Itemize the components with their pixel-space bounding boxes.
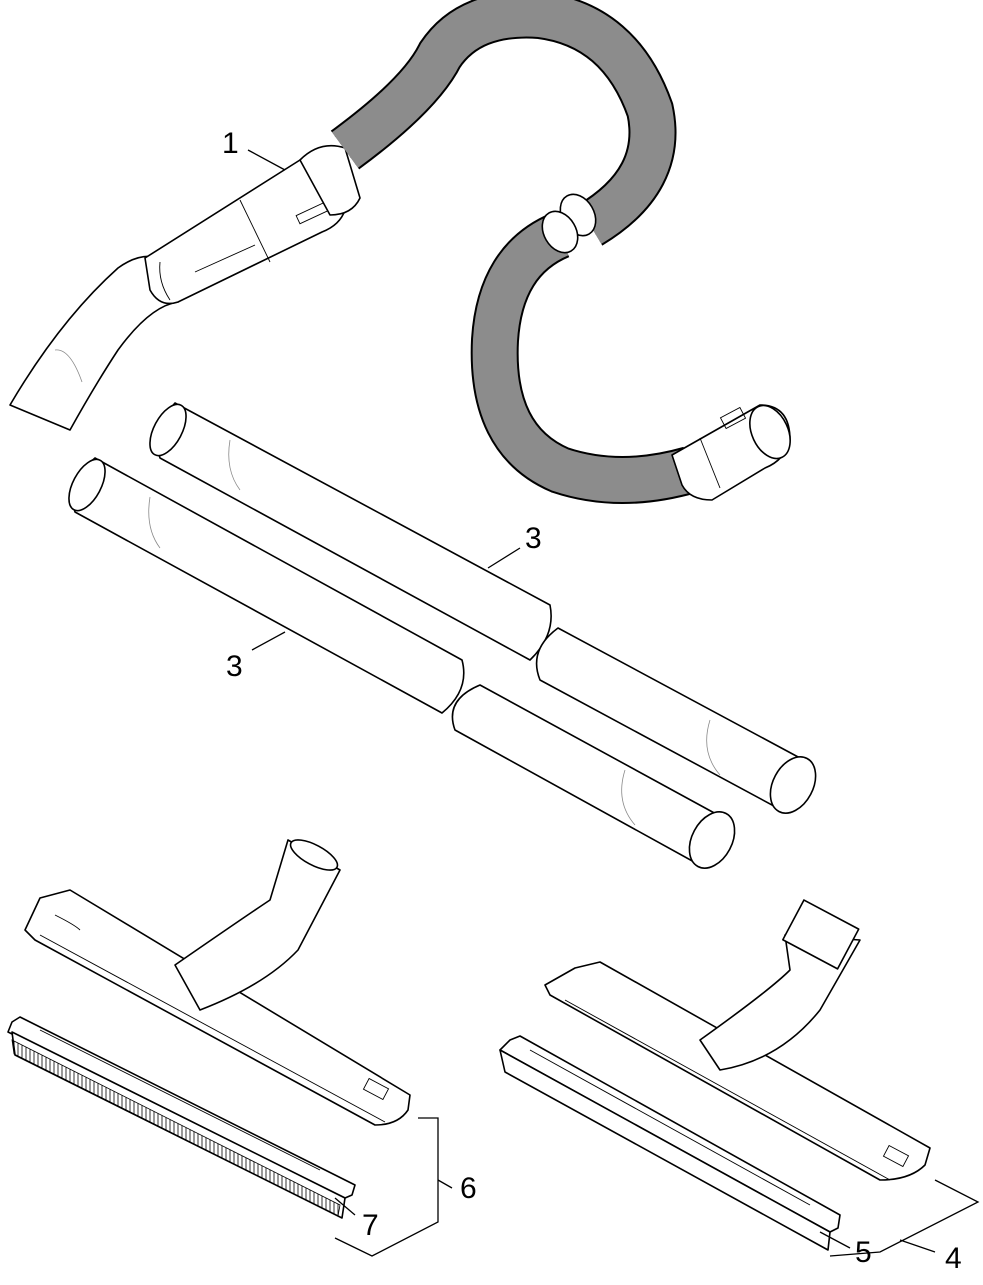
callout-5: 5 (855, 1236, 872, 1269)
callout-3-lower: 3 (226, 650, 243, 683)
squeegee-strip-left (7, 1016, 356, 1219)
callout-7: 7 (362, 1209, 379, 1242)
callout-4: 4 (945, 1242, 962, 1275)
floor-nozzle-left (24, 839, 411, 1126)
extension-tube-lower (68, 457, 736, 869)
squeegee-strip-right (499, 1035, 841, 1251)
leader-lines (247, 149, 980, 1257)
callout-6: 6 (460, 1172, 477, 1205)
hose-cuff (299, 144, 361, 216)
suction-hose (9, 0, 791, 504)
callout-1: 1 (222, 127, 239, 160)
extension-tube-upper (149, 402, 817, 814)
floor-nozzle-right (544, 899, 931, 1181)
callout-3-upper: 3 (525, 522, 542, 555)
